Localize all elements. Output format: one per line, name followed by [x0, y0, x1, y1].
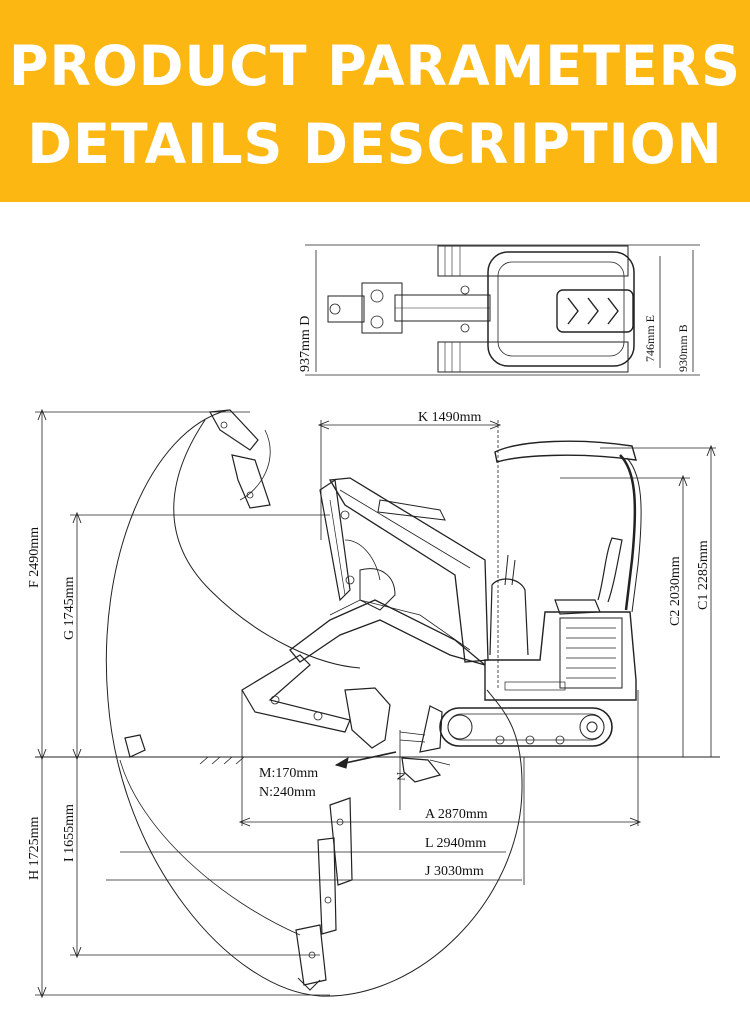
dim-C1: C1 2285mm — [696, 540, 711, 610]
dim-C2: C2 2030mm — [668, 556, 683, 626]
dim-K: K 1490mm — [418, 410, 482, 425]
dim-F: F 2490mm — [27, 527, 42, 588]
dim-A: A 2870mm — [425, 807, 488, 822]
dim-D: 937mm D — [298, 316, 313, 372]
dim-N: N:240mm — [259, 785, 316, 800]
dim-G: G 1745mm — [62, 577, 77, 641]
dim-J: J 3030mm — [425, 864, 484, 879]
side-view — [35, 408, 720, 999]
dim-H: H 1725mm — [27, 817, 42, 881]
excavator-dimension-drawing: 937mm D 746mm E 930mm B — [27, 244, 720, 999]
dim-B: 930mm B — [676, 324, 690, 372]
dim-I: I 1655mm — [62, 804, 77, 862]
header-title-line2: DETAILS DESCRIPTION — [27, 112, 723, 176]
top-view — [305, 244, 700, 376]
dim-L: L 2940mm — [425, 836, 486, 851]
dim-M: M:170mm — [259, 766, 318, 781]
header-title-line1: PRODUCT PARAMETERS — [9, 34, 741, 98]
header-banner: PRODUCT PARAMETERS DETAILS DESCRIPTION — [0, 0, 750, 202]
dim-N-marker: N — [394, 772, 408, 781]
dim-E: 746mm E — [643, 315, 657, 362]
